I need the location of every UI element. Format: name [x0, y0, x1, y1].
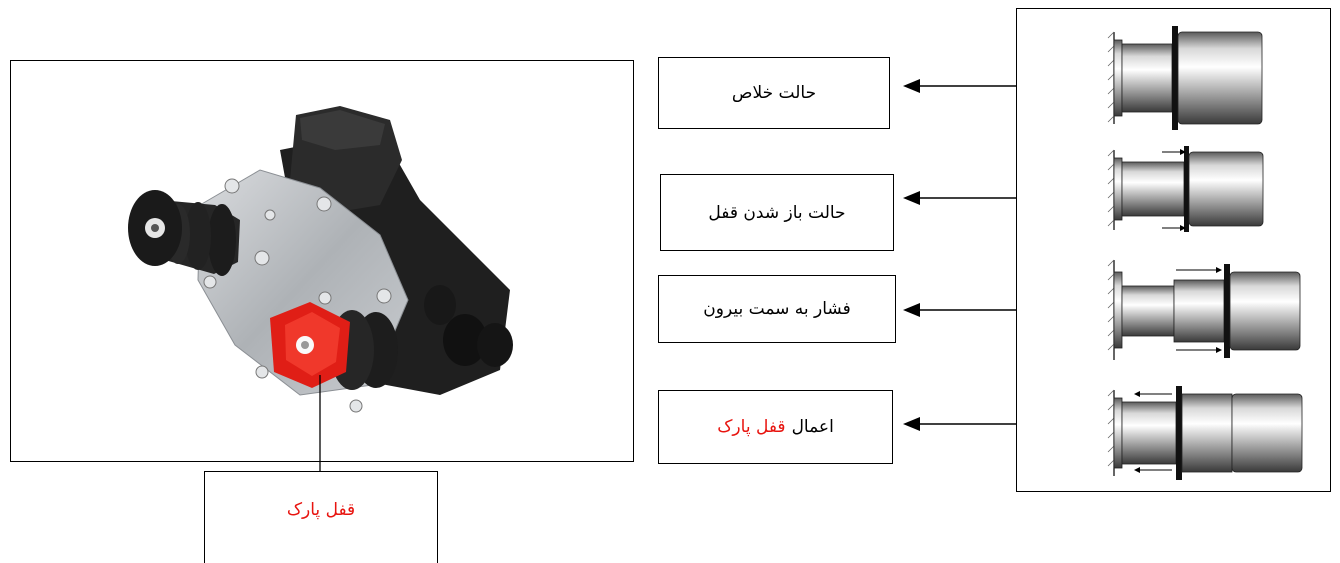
valve-illustration [128, 106, 513, 413]
piston-state-apply-lock [1107, 386, 1303, 480]
piston-state-unlocking [1107, 146, 1264, 232]
piston-diagram [1107, 26, 1303, 480]
label-neutral: حالت خلاص [658, 57, 890, 129]
label-unlocking: حالت باز شدن قفل [660, 174, 894, 251]
label-apply-highlight: قفل پارک [717, 417, 786, 437]
label-push-out-text: فشار به سمت بیرون [703, 299, 851, 319]
piston-state-neutral [1107, 26, 1263, 130]
callout-park-lock: قفل پارک [204, 471, 438, 563]
label-apply-prefix: اعمال [791, 417, 834, 437]
piston-states-panel [1016, 8, 1331, 492]
label-unlocking-text: حالت باز شدن قفل [708, 202, 846, 223]
label-apply-lock: اعمال قفل پارک [658, 390, 893, 464]
label-neutral-text: حالت خلاص [731, 83, 817, 103]
callout-park-lock-text: قفل پارک [286, 500, 356, 520]
piston-state-push-out [1107, 259, 1301, 360]
label-push-out: فشار به سمت بیرون [658, 275, 896, 343]
state-arrows [903, 79, 1016, 431]
